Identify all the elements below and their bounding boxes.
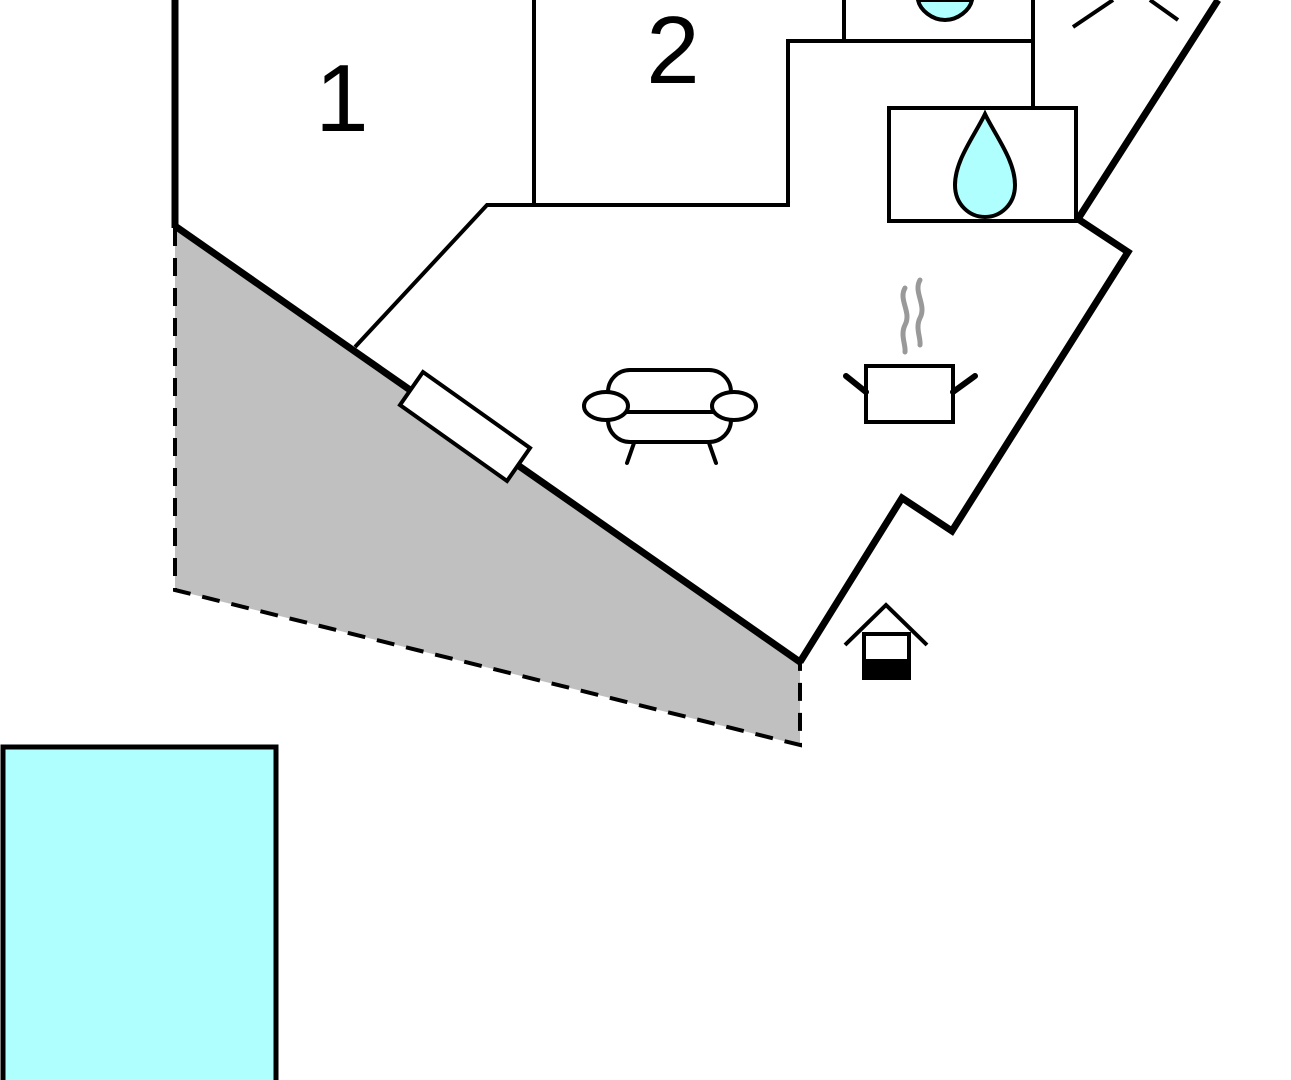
door-swing-line-2 [1148, 0, 1180, 22]
sofa-icon [582, 368, 758, 465]
terrace-dashed-outline [173, 228, 802, 748]
living-area-inner-wall [353, 203, 534, 349]
bathroom-water-drop-icon [915, 0, 975, 23]
room-2-number: 2 [646, 0, 699, 104]
door-swing-line-1 [1071, 0, 1115, 29]
entrance-house-icon [843, 602, 929, 680]
room-2-walls [534, 39, 1033, 207]
window-icon [397, 369, 533, 484]
outer-wall-east [797, 0, 1221, 664]
bathroom-water-drop-icon [952, 109, 1018, 220]
terrace-area [175, 228, 800, 745]
room-1-number: 1 [315, 45, 368, 152]
pool [0, 744, 279, 1080]
kitchen-pot-icon [843, 277, 978, 424]
